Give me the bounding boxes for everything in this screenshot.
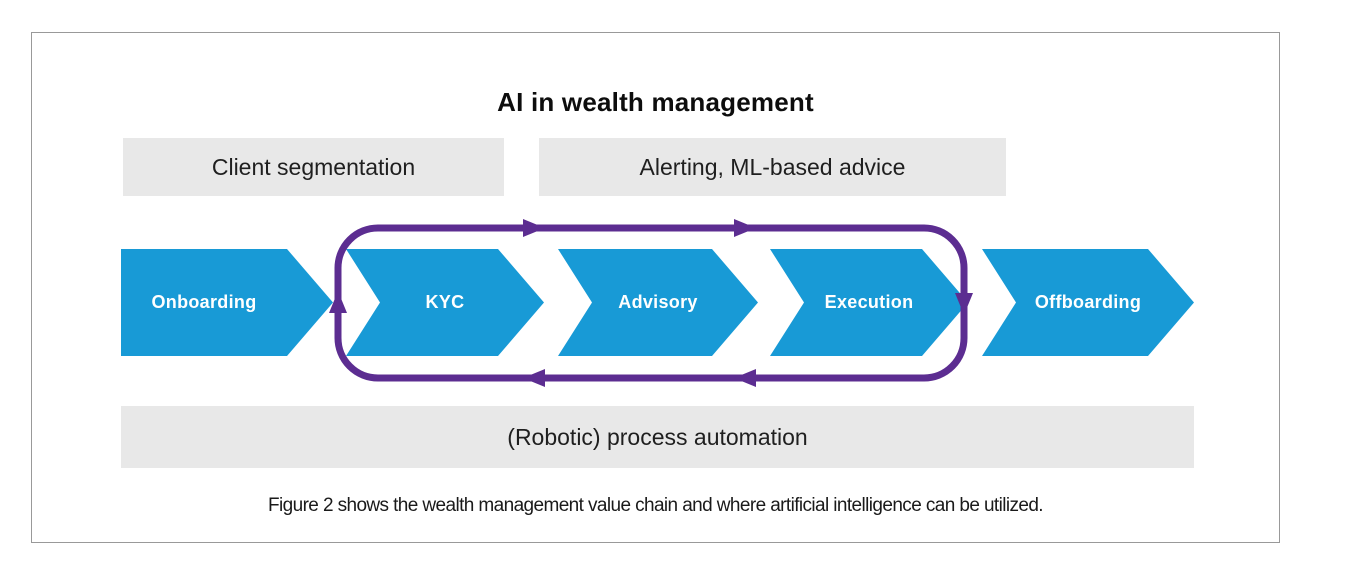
chevron-label: Onboarding	[151, 292, 257, 312]
chevron-label: Execution	[824, 292, 914, 312]
capability-box-alerting-ml-advice: Alerting, ML-based advice	[539, 138, 1006, 196]
chevron-advisory: Advisory	[558, 249, 758, 356]
chevron-label: Advisory	[618, 292, 698, 312]
loop-arrow-right-top-2-icon	[734, 219, 756, 237]
chevron-label: KYC	[425, 292, 465, 312]
figure-title: AI in wealth management	[497, 87, 814, 117]
chevron-kyc: KYC	[346, 249, 544, 356]
loop-arrow-right-top-1-icon	[523, 219, 545, 237]
automation-bar-label: (Robotic) process automation	[507, 423, 808, 450]
capability-box-client-segmentation: Client segmentation	[123, 138, 504, 196]
chevron-label: Offboarding	[1034, 292, 1142, 312]
figure-panel: AI in wealth management Client segmentat…	[31, 32, 1280, 543]
loop-arrow-left-bottom-1-icon	[523, 369, 545, 387]
chevron-onboarding: Onboarding	[121, 249, 333, 356]
loop-arrow-left-bottom-2-icon	[734, 369, 756, 387]
chevron-offboarding: Offboarding	[982, 249, 1194, 356]
figure-caption: Figure 2 shows the wealth management val…	[268, 495, 1044, 516]
capability-label: Client segmentation	[211, 153, 416, 180]
automation-bar: (Robotic) process automation	[121, 406, 1194, 468]
chevron-execution: Execution	[770, 249, 968, 356]
capability-label: Alerting, ML-based advice	[639, 153, 906, 180]
